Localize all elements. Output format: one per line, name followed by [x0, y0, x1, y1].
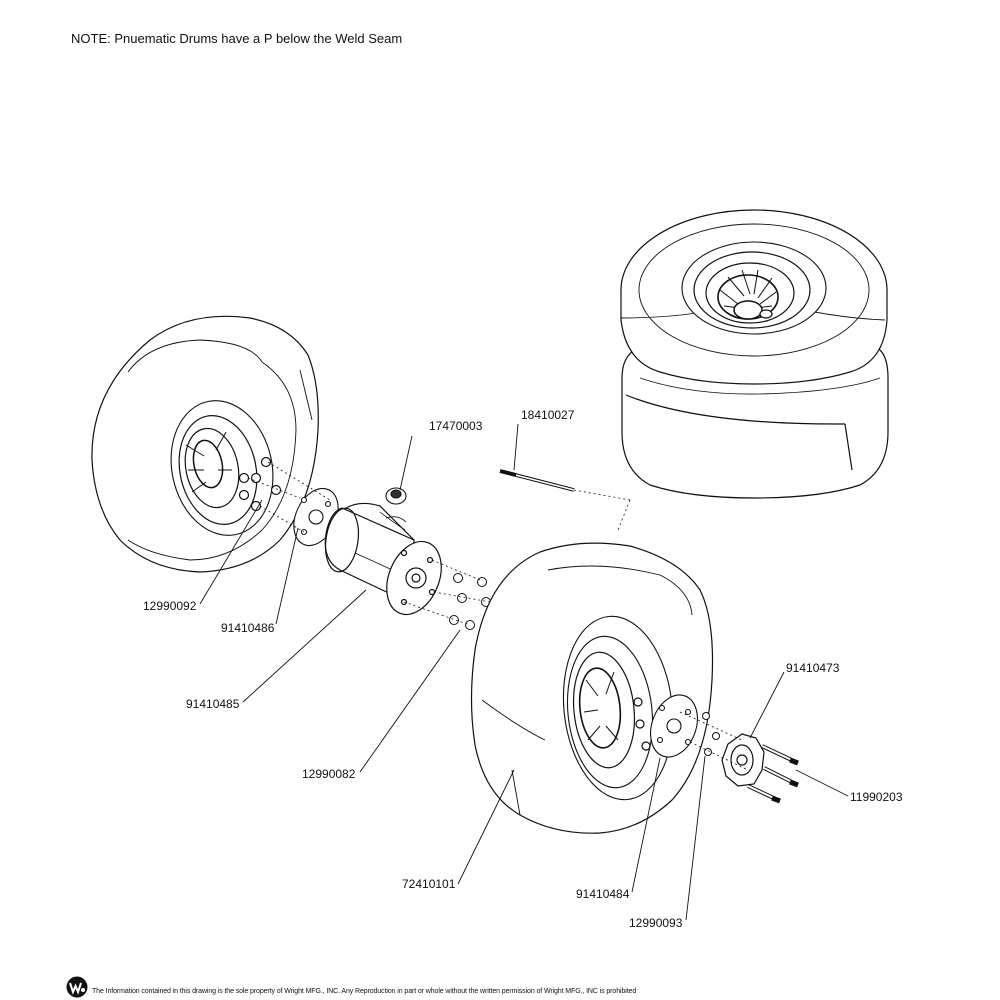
front-wheel: [470, 542, 714, 834]
drum: [324, 502, 442, 616]
small-nuts: [702, 712, 720, 756]
left-wheel: [91, 315, 319, 573]
bearing: [385, 487, 407, 505]
front-hub-bolts: [633, 697, 651, 751]
nuts: [449, 573, 491, 630]
label-12990093: 12990093: [629, 916, 683, 930]
label-18410027: 18410027: [521, 408, 575, 422]
label-11990203: 11990203: [850, 790, 903, 804]
footer: The Information contained in this drawin…: [66, 976, 996, 998]
hub-flange: [721, 733, 765, 787]
upper-stacked-tire: [620, 209, 888, 385]
assembly-lines: [247, 461, 749, 771]
footer-disclaimer: The Information contained in this drawin…: [92, 988, 637, 995]
label-17470003: 17470003: [429, 419, 483, 433]
label-91410473: 91410473: [786, 661, 840, 675]
label-12990082: 12990082: [302, 767, 356, 781]
callout-labels: 17470003 18410027 12990092 91410486 9141…: [143, 408, 903, 930]
stacked-tires: [620, 209, 889, 499]
leader-lines: [199, 423, 849, 921]
hub-bolts: [747, 744, 799, 804]
label-91410485: 91410485: [186, 697, 240, 711]
drawing-note: NOTE: Pnuematic Drums have a P below the…: [71, 31, 403, 46]
wright-logo-icon: [66, 976, 88, 998]
label-12990092: 12990092: [143, 599, 197, 613]
axle-bolt: [499, 469, 575, 492]
lower-stacked-tire: [621, 344, 889, 499]
label-91410484: 91410484: [576, 887, 630, 901]
label-72410101: 72410101: [402, 877, 456, 891]
flange-plate-right: [650, 694, 698, 758]
label-91410486: 91410486: [221, 621, 275, 635]
